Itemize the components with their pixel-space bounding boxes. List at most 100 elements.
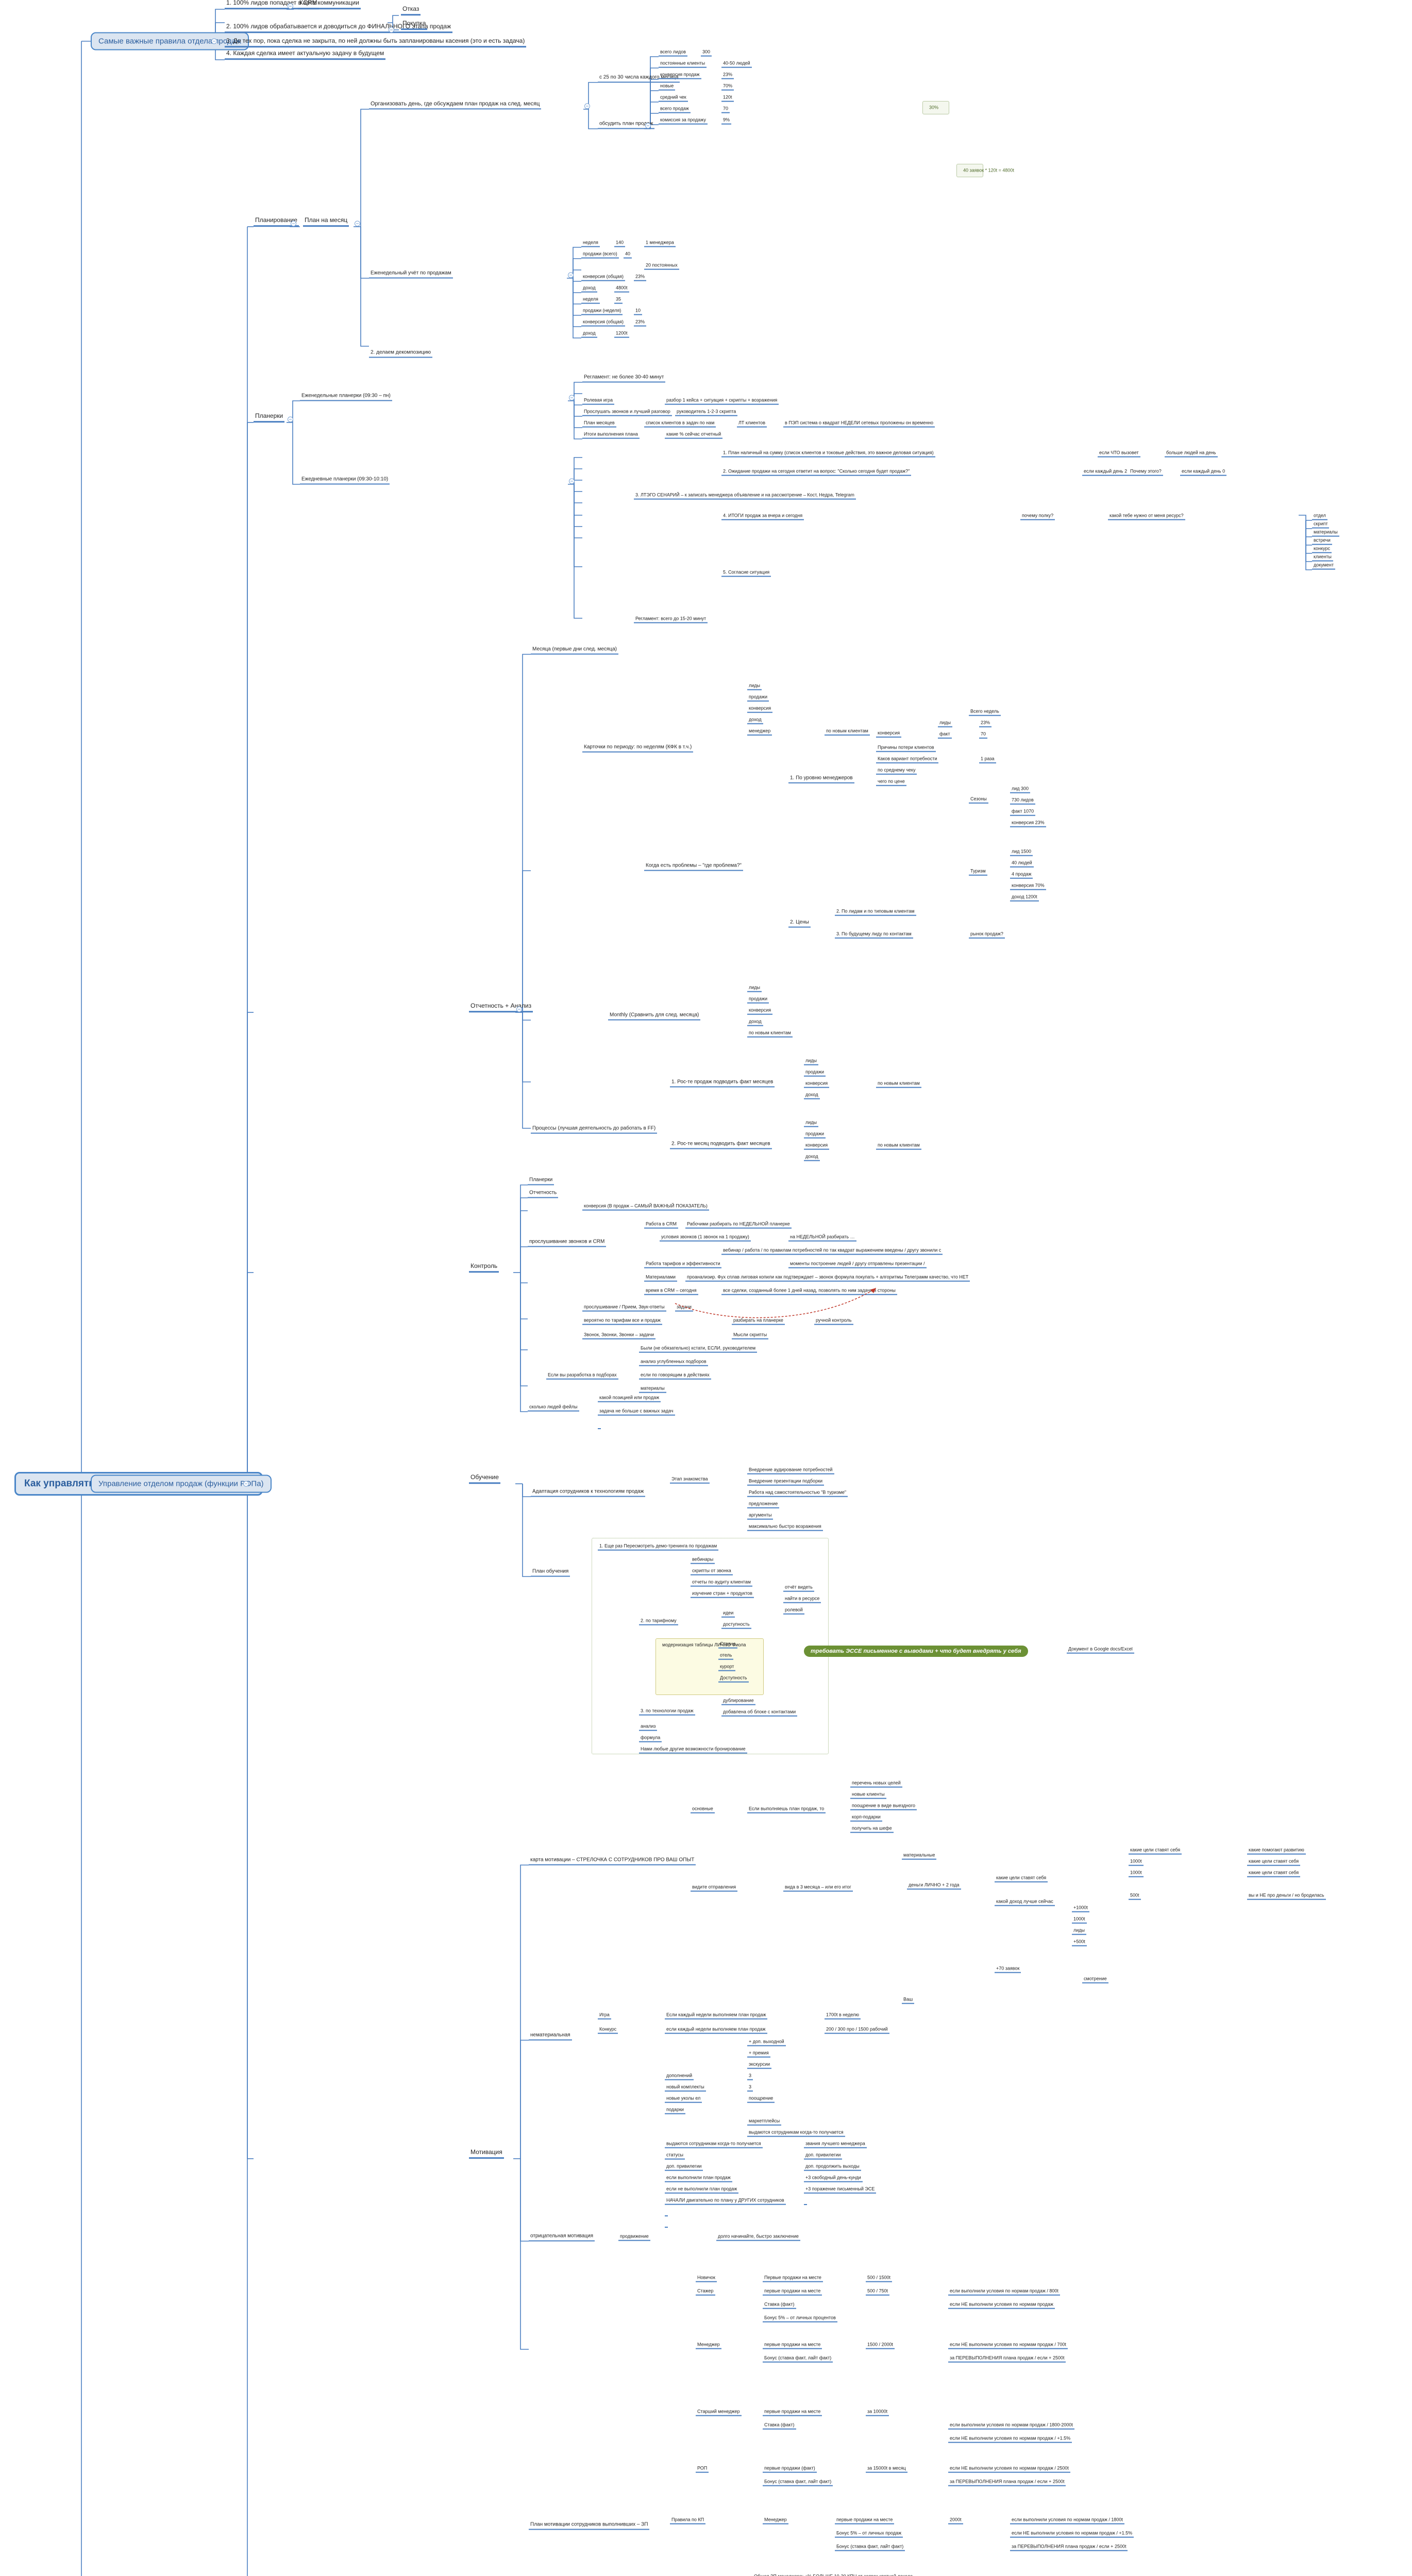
daily-item-10[interactable]: какой тебе нужно от меня ресурс?	[1108, 513, 1185, 520]
pr-0-rank[interactable]: Новичок	[696, 2275, 717, 2282]
adapt-item-2[interactable]: Внедрение презентации подборки	[747, 1479, 825, 1486]
mm-13[interactable]: какие цели ставят себя	[1129, 1848, 1182, 1855]
pr-2-v2[interactable]: если выполнили условия по нормам продаж …	[948, 2289, 1060, 2296]
pr-4-v2[interactable]: если НЕ выполнили условия по нормам прод…	[948, 2342, 1068, 2349]
tp-item-13[interactable]: отель	[718, 1653, 734, 1660]
mm-16[interactable]: какие цели ставят себя	[1247, 1859, 1301, 1866]
plan-row-value-5[interactable]: 70	[721, 106, 730, 113]
weekly-row-label-6[interactable]: продажи (неделя)	[581, 308, 623, 315]
mc-1[interactable]: продажи	[747, 996, 769, 1004]
planerki-weekly-item-3[interactable]: руководитель 1-2-3 скрипта	[675, 409, 738, 416]
mm-11[interactable]: какой доход лучше сейчас	[995, 1899, 1055, 1906]
control-item-29[interactable]: задача не больше с важных задач	[598, 1409, 675, 1416]
nm-18[interactable]: выдаются сотрудникам когда-то получается	[665, 2141, 763, 2148]
mm-23[interactable]: лиды	[1072, 1928, 1086, 1935]
mm-6[interactable]: получить на шефе	[850, 1826, 894, 1833]
training-doc-note[interactable]: Документ в Google docs/Excel	[1067, 1647, 1134, 1654]
pr-4-rank[interactable]: Менеджер	[696, 2342, 721, 2349]
mm-5[interactable]: корп-подарки	[850, 1815, 882, 1822]
weekly-row-label-1[interactable]: продажи (всего)	[581, 251, 619, 259]
pr-0-v1[interactable]: 500 / 1500t	[866, 2275, 893, 2282]
weekly-row-value-1[interactable]: 40	[624, 251, 632, 259]
control-item-20[interactable]: Звонок, Звонки, Звонки – задачи	[582, 1332, 656, 1340]
pr-9-rank[interactable]: РОП	[696, 2466, 709, 2473]
daily-item-8[interactable]: 4. ИТОГИ продаж за вчера и сегодня	[721, 513, 804, 520]
pr-11-rank[interactable]: Правила по КП	[670, 2517, 706, 2524]
collapse-toggle-management[interactable]	[243, 1481, 249, 1487]
node-weekly-planerki[interactable]: Еженедельные планерки (09:30 – пн)	[300, 393, 392, 401]
plan-row-label-3[interactable]: новые	[659, 83, 676, 91]
tp-item-15[interactable]: Доступность	[718, 1675, 749, 1683]
pr-3-v2[interactable]: если НЕ выполнили условия по нормам прод…	[948, 2302, 1055, 2309]
pr-11-plan[interactable]: Менеджер	[763, 2517, 788, 2524]
collapse-toggle-planerki[interactable]	[288, 416, 293, 422]
bym-4-l[interactable]: по среднему чеку	[876, 768, 917, 775]
rule-item-2[interactable]: 2. 100% лидов обрабатывается и доводитьс…	[225, 23, 453, 33]
control-item-7[interactable]: на НЕДЕЛЬНОЙ разбирать …	[788, 1234, 856, 1242]
turizm-2[interactable]: 4 продаж	[1010, 872, 1033, 879]
soc-1[interactable]: продвижение	[618, 2234, 650, 2241]
weekly-row-value-6[interactable]: 10	[634, 308, 643, 315]
bym-3-l[interactable]: Каков вариант потребности	[876, 756, 939, 764]
node-daily-planerki[interactable]: Ежедневные планерки (09:30-10:10)	[300, 477, 390, 484]
tp-item-9[interactable]: идеи	[721, 1611, 735, 1618]
mm-18[interactable]: какие цели ставят себя	[1247, 1870, 1301, 1877]
rule-pokupka[interactable]: Покупка	[401, 20, 428, 30]
control-item-10[interactable]: моменты построение людей / другу отправл…	[788, 1261, 927, 1268]
nm-31[interactable]	[665, 2226, 668, 2228]
turizm-4[interactable]: доход 1200t	[1010, 894, 1039, 902]
nm-17[interactable]: выдаются сотрудникам когда-то получается	[747, 2130, 845, 2137]
pr-12-plan[interactable]: Бонус 5% – от личных продаж	[835, 2531, 903, 2538]
nm-9[interactable]: дополнений	[665, 2073, 694, 2080]
control-item-2[interactable]: конверсия (В продаж – САМЫЙ ВАЖНЫЙ ПОКАЗ…	[582, 1204, 709, 1211]
pr-11-v1[interactable]: 2000t	[948, 2517, 963, 2524]
pr-1-v1[interactable]: 500 / 750t	[866, 2289, 890, 2296]
mm-17[interactable]: 1000t	[1129, 1870, 1144, 1877]
pr-7-v2[interactable]: если выполнили условия по нормам продаж …	[948, 2422, 1074, 2430]
mm-8[interactable]: видите отправления	[691, 1885, 738, 1892]
pr-2-plan[interactable]: Ставка (факт)	[763, 2302, 796, 2309]
turizm-3[interactable]: конверсия 70%	[1010, 883, 1046, 890]
node-plan-na-mesyac[interactable]: План на месяц	[303, 216, 349, 227]
plan-row-value-6[interactable]: 9%	[721, 117, 732, 125]
tp-item-10[interactable]: доступность	[721, 1622, 751, 1629]
daily-doc-4[interactable]: конкурс	[1312, 546, 1332, 553]
prices-0[interactable]: 2. По лидам и по типовым клиентам	[835, 909, 916, 916]
nm-1[interactable]: Конкурс	[598, 2027, 618, 2034]
control-item-13[interactable]: время в CRM – сегодня	[644, 1288, 698, 1295]
tp-item-18[interactable]: добавлена об блоке с контактами	[721, 1709, 798, 1717]
adapt-item-6[interactable]: максимально быстро возражения	[747, 1524, 823, 1531]
training-green-note[interactable]: требовать ЭССЕ письменное с выводами + ч…	[804, 1646, 1028, 1657]
pr-6-plan[interactable]: первые продажи на месте	[763, 2409, 822, 2416]
nm-16[interactable]: маркетплейсы	[747, 2119, 782, 2126]
collapse-toggle-weekly-plan[interactable]	[568, 272, 574, 278]
prices-1[interactable]: 3. По будущему лиду по контактам	[835, 931, 913, 939]
plan-highlight-2[interactable]: 40 заявок * 120t = 4800t	[963, 167, 1014, 173]
tp-item-5[interactable]: отчёт видеть	[783, 1585, 814, 1592]
pr-12-v2[interactable]: если НЕ выполнили условия по нормам прод…	[1010, 2531, 1134, 2538]
plan-row-value-3[interactable]: 70%	[721, 83, 734, 91]
planerki-weekly-item-6[interactable]: ЛТ клиентов	[737, 420, 767, 428]
weekly-row-label-0[interactable]: неделя	[581, 240, 600, 247]
weekly-row-value-8[interactable]: 1200t	[614, 331, 629, 338]
tp-item-4[interactable]: изучение стран + продуктов	[691, 1591, 754, 1598]
weekly-row-extra-0[interactable]: 1 менеджера	[644, 240, 676, 247]
pr-9-v2[interactable]: если НЕ выполнили условия по нормам прод…	[948, 2466, 1070, 2473]
planerki-weekly-item-0[interactable]: Ролевая игра	[582, 398, 615, 405]
mm-20[interactable]: вы и НЕ про деньги / но бродилась	[1247, 1893, 1326, 1900]
node-training[interactable]: Обучение	[469, 1473, 500, 1484]
daily-item-1[interactable]: если ЧТО вызовет	[1098, 450, 1140, 457]
control-item-27[interactable]: сколько людей фейлы	[528, 1404, 579, 1412]
pr-10-plan[interactable]: Бонус (ставка факт, лайт факт)	[763, 2479, 833, 2486]
plan-row-value-0[interactable]: 300	[701, 49, 712, 57]
mm-0[interactable]: основные	[691, 1806, 715, 1814]
node-funnel1[interactable]: 1. Рос-те продаж подводить факт месяцев	[670, 1079, 775, 1087]
node-sezon[interactable]: Сезоны	[969, 796, 988, 804]
mm-9[interactable]: вида в 3 месяца – или его итог	[783, 1885, 853, 1892]
node-nematerial[interactable]: нематериальная	[529, 2032, 572, 2040]
tp-item-21[interactable]: Нами любые другие возможности бронирован…	[639, 1747, 747, 1754]
weekly-row-label-8[interactable]: доход	[581, 331, 597, 338]
rule-karta-kommunikacii[interactable]: Карта коммуникации	[298, 0, 361, 9]
mm-7[interactable]: материальные	[902, 1853, 937, 1860]
daily-item-7[interactable]: 3. ЛТЭГО СЕНАРИЙ – к записать менеджера …	[634, 493, 856, 500]
